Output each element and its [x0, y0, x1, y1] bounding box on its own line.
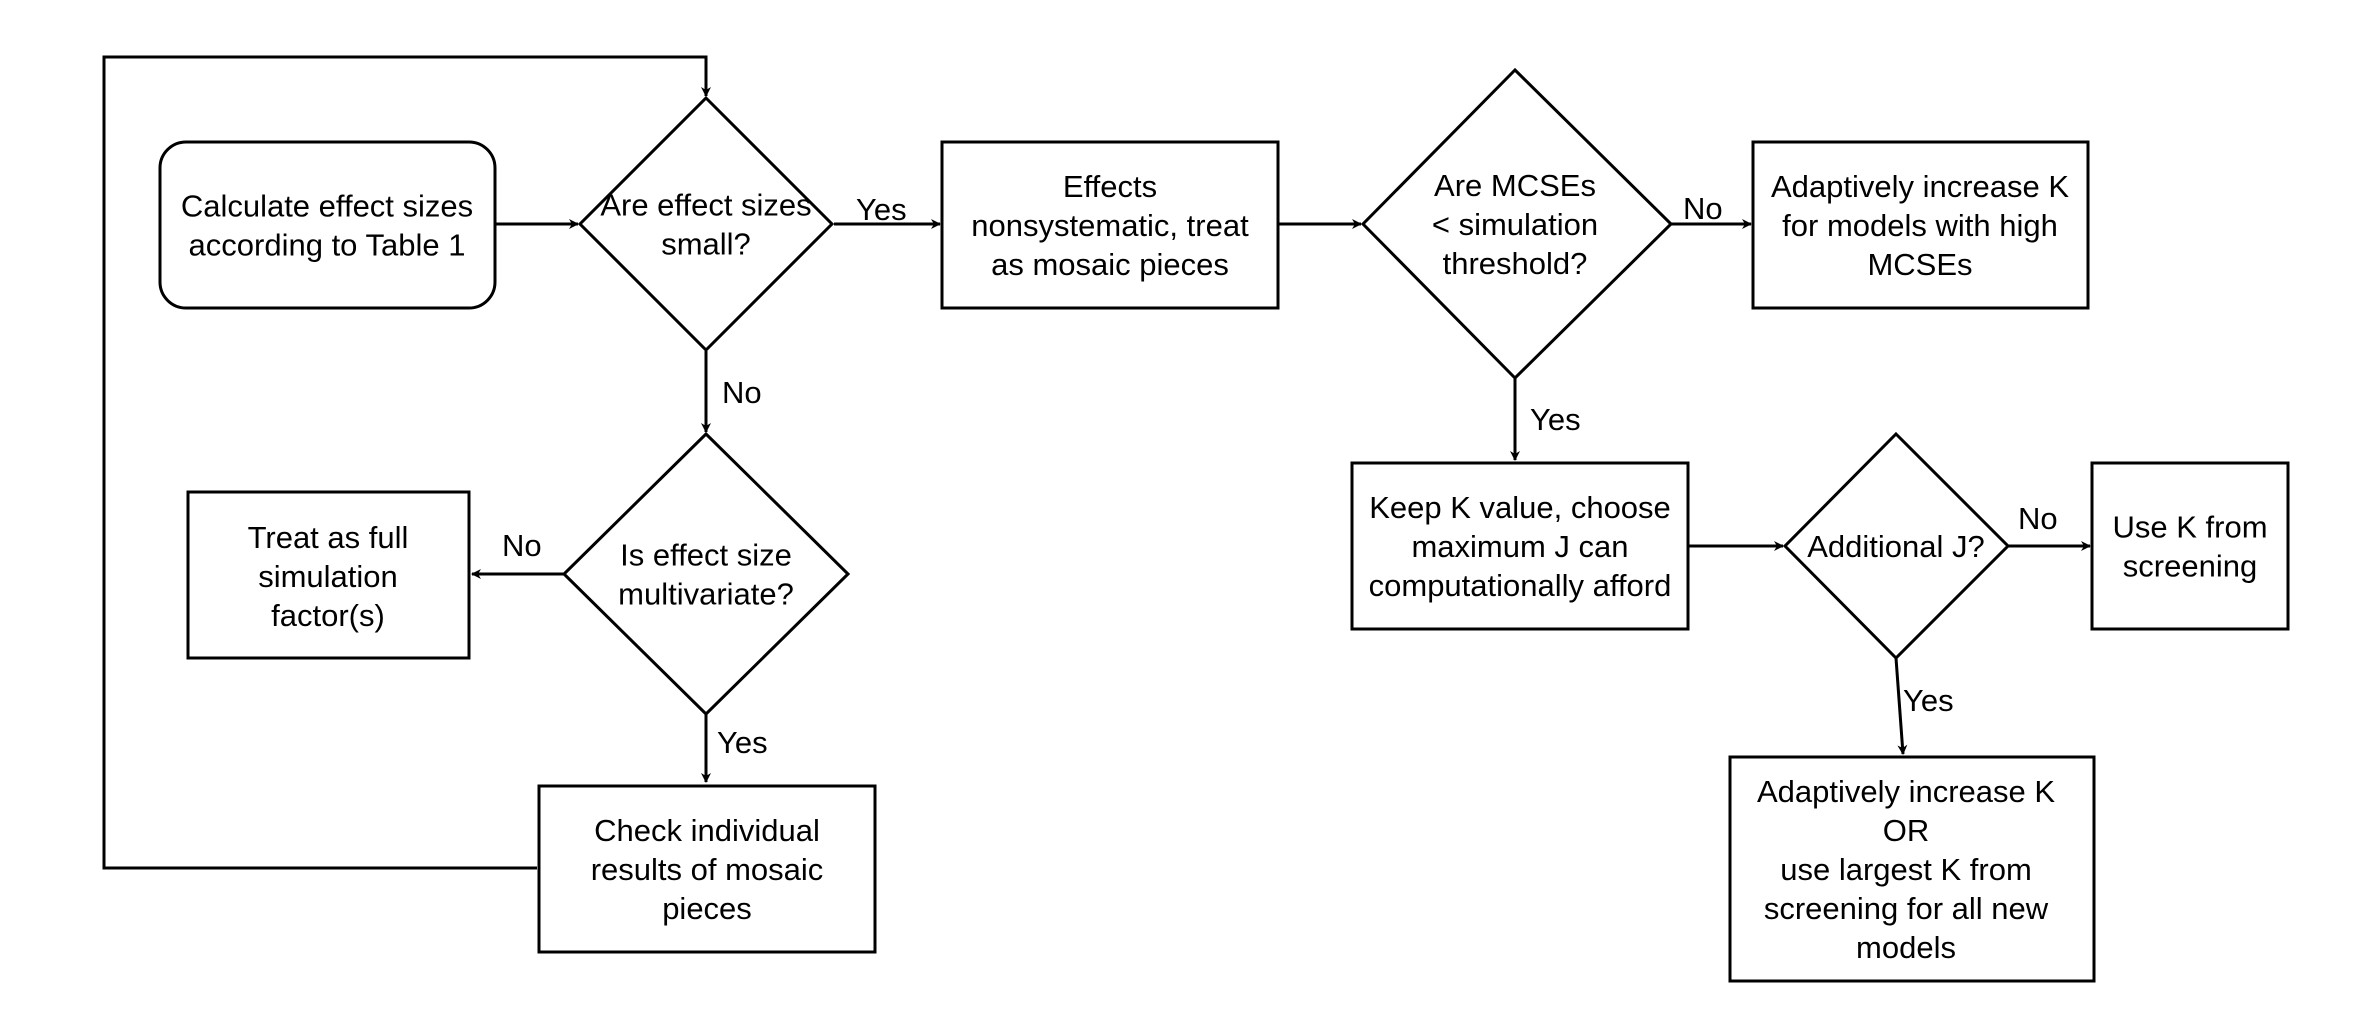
edges — [102, 55, 2091, 870]
node-text-line: Effects — [1063, 169, 1157, 204]
process-box — [537, 784, 877, 954]
node-additional-j: Additional J? — [1782, 431, 2011, 661]
node-text-line: as mosaic pieces — [991, 247, 1229, 282]
edge-label-additional-no: No — [2018, 501, 2058, 536]
node-adaptively-increase-k-or: Adaptively increase K OR use largest K fro… — [1728, 755, 2096, 983]
node-text-line: factor(s) — [271, 598, 385, 633]
node-text: Effects nonsystematic, treat as mosaic pie… — [971, 169, 1249, 282]
node-text: Adaptively increase K OR use largest K fro… — [1757, 774, 2055, 965]
node-text-line: Is effect size — [620, 538, 792, 573]
process-box — [940, 140, 1280, 310]
node-text-line: models — [1856, 930, 1956, 965]
node-text-line: Are effect sizes — [600, 188, 811, 223]
process-box — [1751, 140, 2090, 310]
rounded-process-box — [158, 140, 497, 310]
node-text: Calculate effect sizes according to Table… — [181, 189, 473, 263]
edge-label-multivariate-no: No — [502, 528, 542, 563]
node-adaptively-increase-k-high-mcses: Adaptively increase K for models with hig… — [1751, 140, 2090, 310]
node-text-line: Keep K value, choose — [1369, 490, 1671, 525]
edge-label-multivariate-yes: Yes — [717, 725, 768, 760]
node-text-line: < simulation — [1432, 207, 1598, 242]
node-text-line: Treat as full — [248, 520, 409, 555]
node-text: Is effect size multivariate? — [618, 538, 794, 612]
process-box — [186, 490, 471, 660]
node-text-line: Check individual — [594, 813, 820, 848]
node-text-line: according to Table 1 — [189, 228, 466, 263]
edge-additional-yes — [1894, 657, 1908, 755]
node-text-line: nonsystematic, treat — [971, 208, 1249, 243]
node-text-line: Calculate effect sizes — [181, 189, 473, 224]
node-text-line: Additional J? — [1807, 529, 1985, 564]
node-text: Are effect sizes small? — [600, 188, 811, 262]
node-text-line: Adaptively increase K — [1757, 774, 2055, 809]
node-is-effect-size-multivariate: Is effect size multivariate? — [561, 431, 851, 717]
node-text-line: pieces — [662, 891, 752, 926]
node-calculate-effect-sizes: Calculate effect sizes according to Table… — [158, 140, 497, 310]
node-text-line: for models with high — [1782, 208, 2058, 243]
node-text-line: screening for all new — [1764, 891, 2049, 926]
process-box — [1350, 461, 1690, 631]
decision-diamond — [561, 431, 851, 717]
node-text-line: Are MCSEs — [1434, 168, 1596, 203]
edge-label-additional-yes: Yes — [1903, 683, 1954, 718]
node-text: Additional J? — [1807, 529, 1985, 564]
node-text-line: threshold? — [1443, 246, 1588, 281]
node-text-line: Use K from — [2112, 510, 2267, 545]
node-text-line: small? — [661, 227, 751, 262]
node-text-line: maximum J can — [1411, 529, 1628, 564]
edge-label-mcse-no: No — [1683, 191, 1723, 226]
node-text: Use K from screening — [2112, 510, 2267, 584]
node-keep-k-value: Keep K value, choose maximum J can computa… — [1350, 461, 1690, 631]
node-text: Are MCSEs < simulation threshold? — [1432, 168, 1598, 281]
node-text-line: use largest K from — [1780, 852, 2032, 887]
node-text-line: OR — [1883, 813, 1930, 848]
node-text: Keep K value, choose maximum J can computa… — [1369, 490, 1672, 603]
node-check-individual-results: Check individual results of mosaic pieces — [537, 784, 877, 954]
process-box — [1728, 755, 2096, 983]
edge-label-small-no: No — [722, 375, 762, 410]
node-text: Check individual results of mosaic pieces — [591, 813, 824, 926]
edge-label-mcse-yes: Yes — [1530, 402, 1581, 437]
node-text: Adaptively increase K for models with hig… — [1771, 169, 2069, 282]
node-text-line: MCSEs — [1867, 247, 1972, 282]
node-are-mcses-below-threshold: Are MCSEs < simulation threshold? — [1360, 67, 1674, 381]
node-are-effect-sizes-small: Are effect sizes small? — [577, 95, 835, 353]
node-use-k-from-screening: Use K from screening — [2090, 461, 2290, 631]
decision-diamond — [1782, 431, 2011, 661]
decision-diamond — [1360, 67, 1674, 381]
edge-label-small-yes: Yes — [856, 192, 907, 227]
edge-check-loop-back — [102, 55, 711, 870]
process-box — [2090, 461, 2290, 631]
node-text-line: simulation — [258, 559, 398, 594]
node-text-line: computationally afford — [1369, 568, 1672, 603]
node-text: Treat as full simulation factor(s) — [248, 520, 409, 633]
node-text-line: Adaptively increase K — [1771, 169, 2069, 204]
node-effects-nonsystematic: Effects nonsystematic, treat as mosaic pie… — [940, 140, 1280, 310]
node-text-line: screening — [2123, 549, 2257, 584]
node-text-line: multivariate? — [618, 577, 794, 612]
node-treat-as-full-simulation-factors: Treat as full simulation factor(s) — [186, 490, 471, 660]
node-text-line: results of mosaic — [591, 852, 824, 887]
edge-labels: Yes No No Yes No Yes No Yes — [502, 191, 2058, 760]
decision-diamond — [577, 95, 835, 353]
